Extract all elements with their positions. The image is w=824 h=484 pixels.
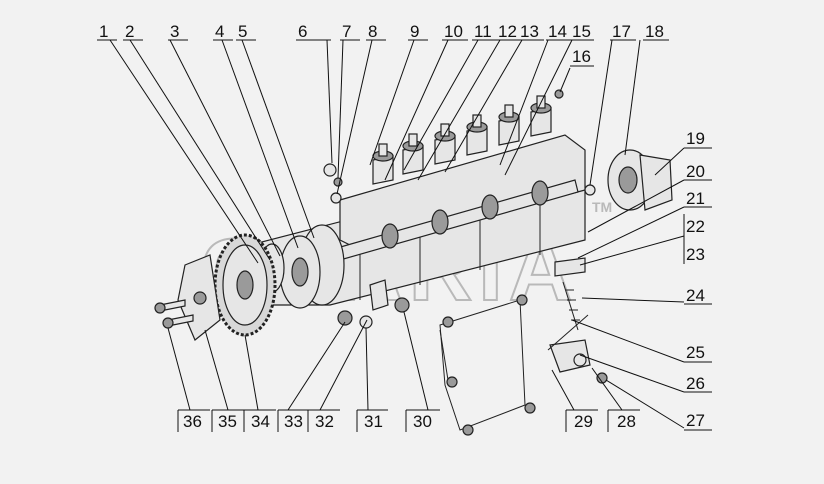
callout-35: 35 — [218, 412, 237, 431]
callout-34: 34 — [251, 412, 270, 431]
callout-6: 6 — [298, 22, 307, 41]
plunger-heads — [372, 95, 552, 185]
governor-cover — [584, 149, 673, 211]
callout-24: 24 — [686, 286, 705, 305]
callout-5: 5 — [238, 22, 247, 41]
drive-gear — [213, 233, 277, 337]
callout-12: 12 — [498, 22, 517, 41]
callout-23: 23 — [686, 245, 705, 264]
callout-10: 10 — [444, 22, 463, 41]
callout-27: 27 — [686, 411, 705, 430]
linkage — [547, 257, 608, 384]
callout-1: 1 — [99, 22, 108, 41]
camshaft — [329, 179, 579, 263]
callout-18: 18 — [645, 22, 664, 41]
callout-3: 3 — [170, 22, 179, 41]
callout-8: 8 — [368, 22, 377, 41]
callout-26: 26 — [686, 374, 705, 393]
callout-30: 30 — [413, 412, 432, 431]
callout-31: 31 — [364, 412, 383, 431]
callouts: 1 2 3 4 5 6 7 8 9 10 11 12 13 14 15 16 1… — [97, 22, 712, 432]
callout-25: 25 — [686, 343, 705, 362]
callout-4: 4 — [215, 22, 224, 41]
callout-32: 32 — [315, 412, 334, 431]
callout-33: 33 — [284, 412, 303, 431]
callout-14: 14 — [548, 22, 567, 41]
upper-fittings — [323, 89, 564, 204]
watermark-tm: TM — [592, 199, 612, 215]
callout-9: 9 — [410, 22, 419, 41]
callout-36: 36 — [183, 412, 202, 431]
callout-7: 7 — [342, 22, 351, 41]
callout-17: 17 — [612, 22, 631, 41]
leader-lines — [109, 39, 685, 429]
callout-21: 21 — [686, 189, 705, 208]
callout-2: 2 — [125, 22, 134, 41]
callout-13: 13 — [520, 22, 539, 41]
callout-28: 28 — [617, 412, 636, 431]
bolts-left — [154, 299, 194, 329]
callout-19: 19 — [686, 129, 705, 148]
callout-22: 22 — [686, 217, 705, 236]
mounting-bracket — [439, 294, 536, 436]
callout-11: 11 — [474, 22, 492, 41]
callout-16: 16 — [572, 47, 591, 66]
callout-29: 29 — [574, 412, 593, 431]
callout-15: 15 — [572, 22, 591, 41]
coupling-discs — [259, 224, 345, 309]
callout-20: 20 — [686, 162, 705, 181]
pump-assembly-drawing — [154, 89, 673, 436]
